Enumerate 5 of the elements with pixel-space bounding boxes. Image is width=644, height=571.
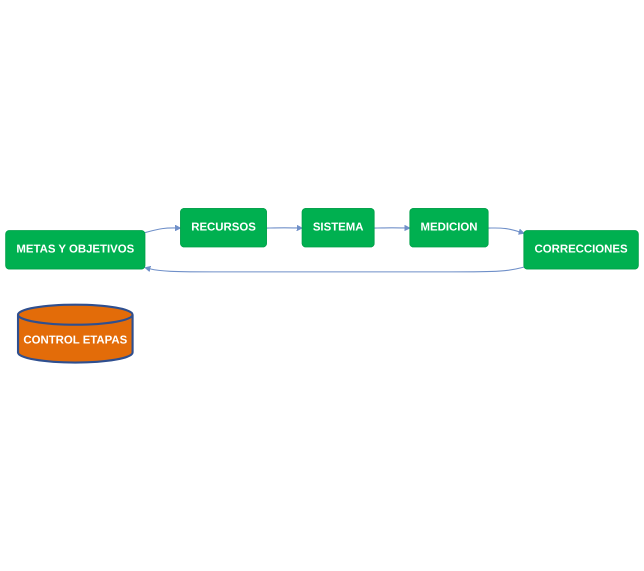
arrow <box>374 224 410 232</box>
arrow <box>144 266 524 272</box>
arrow <box>266 224 303 232</box>
arrow <box>144 224 182 234</box>
arrow <box>488 227 525 235</box>
